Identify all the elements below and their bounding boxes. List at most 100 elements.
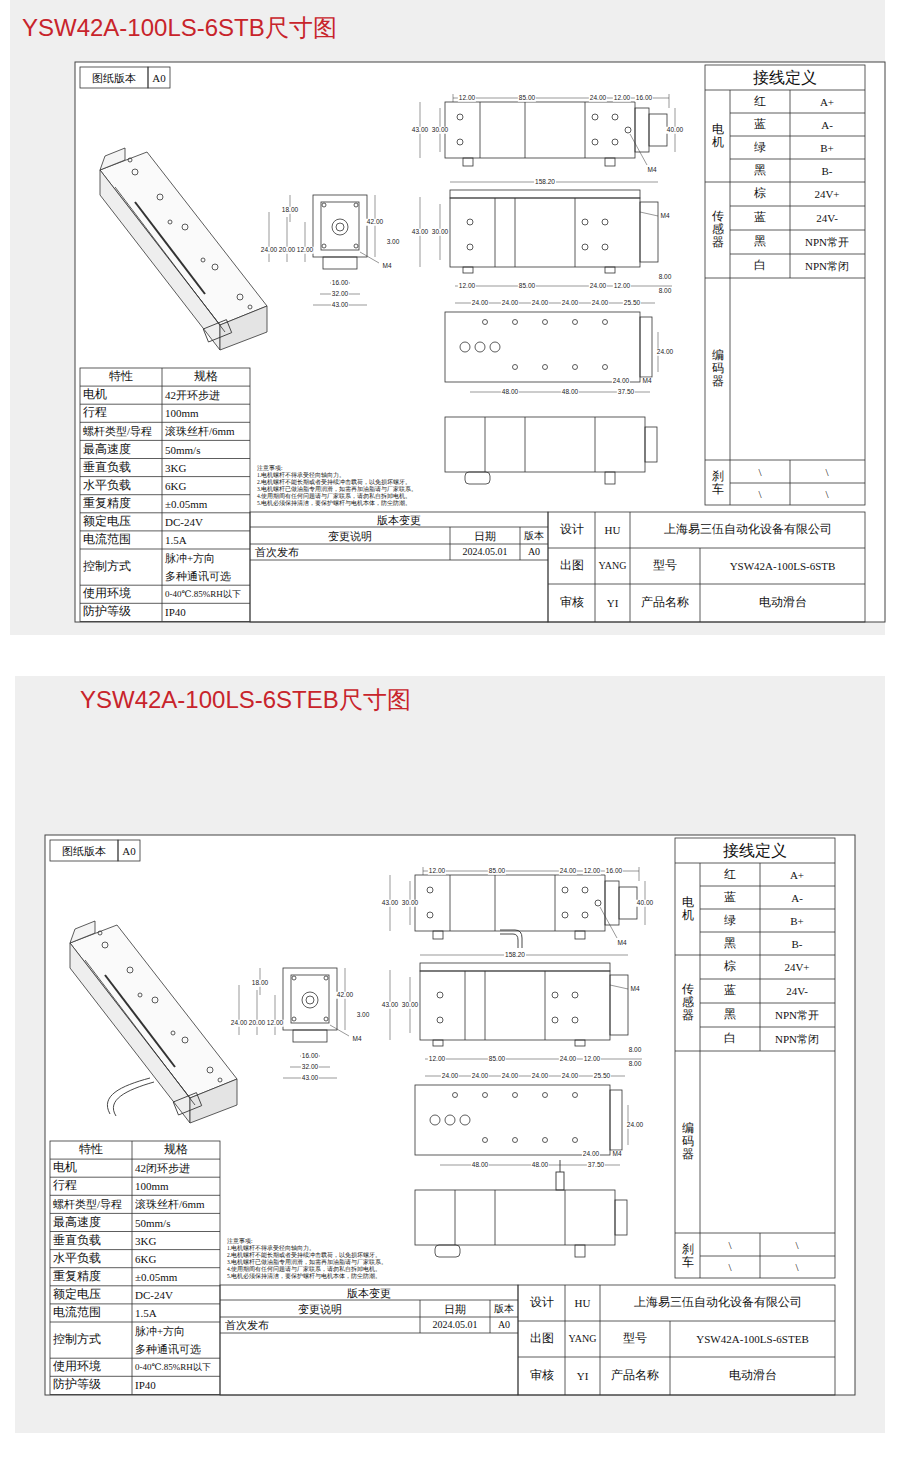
dimension-label: 24.00 xyxy=(531,1073,549,1080)
table-cell: 黑 xyxy=(754,164,766,178)
table-cell: 黑 xyxy=(754,235,766,249)
dimension-label: 12.00 xyxy=(428,868,446,875)
table-cell: 滚珠丝杆/6mm xyxy=(135,1198,205,1211)
note-text: 2.电机螺杆不能长期或者受持续冲击载荷，以免损坏螺牙。 xyxy=(227,1252,381,1258)
table-cell: YANG xyxy=(599,560,627,572)
table-cell: YI xyxy=(577,1370,589,1383)
group-label: 刹车 xyxy=(682,1242,694,1268)
dimension-label: 24.00 xyxy=(561,1073,579,1080)
dimension-label: 24.00 xyxy=(441,1073,459,1080)
drawing-shape xyxy=(556,1172,564,1190)
table-cell: 垂直负载 xyxy=(53,1234,101,1248)
table-cell: A0 xyxy=(498,1319,510,1331)
dimension-label: 24.00 xyxy=(656,349,674,356)
dimension-label: 42.00 xyxy=(366,219,384,226)
table-cell: 首次发布 xyxy=(225,1319,269,1332)
table-cell: \ xyxy=(758,488,761,501)
dimension-label: 37.50 xyxy=(617,389,635,396)
dimension-label: 158.20 xyxy=(534,179,556,186)
dimension-label: 24.00 xyxy=(501,1073,519,1080)
note-text: 5.电机必须保持清洁，要保护螺杆与电机本体，防尘防潮。 xyxy=(227,1273,381,1279)
dimension-label: 43.00 xyxy=(381,1002,399,1009)
table-cell: DC-24V xyxy=(165,516,203,529)
note-text: 注意事项: xyxy=(227,1238,253,1244)
table-cell: 24V- xyxy=(816,212,838,225)
table-cell: 版本变更 xyxy=(347,1286,391,1299)
table-cell: 白 xyxy=(754,259,766,273)
dimension-label: 16.00 xyxy=(301,1053,319,1060)
table-cell: IP40 xyxy=(135,1379,156,1392)
table-cell: A- xyxy=(821,118,833,131)
dimension-label: 12.00 xyxy=(458,283,476,290)
table-cell: 3KG xyxy=(165,461,186,474)
table-cell: 接线定义 xyxy=(753,69,817,87)
dimension-label: 24.00 xyxy=(531,300,549,307)
table-cell: 设计 xyxy=(560,523,584,537)
dimension-label: 85.00 xyxy=(518,283,536,290)
dimension-label: 24.00 xyxy=(626,1122,644,1129)
dimension-label: 18.00 xyxy=(251,980,269,987)
table-cell: 100mm xyxy=(135,1180,169,1193)
table-cell: 规格 xyxy=(164,1143,188,1157)
dimension-label: 8.00 xyxy=(658,288,673,295)
dimension-label: 12.00 xyxy=(613,283,631,290)
note-text: 4.使用期间有任何问题请与厂家联系，请勿私自拆卸电机。 xyxy=(257,493,411,499)
dimension-label: 24.00 xyxy=(230,1020,248,1027)
drawing-shape xyxy=(113,1082,154,1116)
note-text: 4.使用期间有任何问题请与厂家联系，请勿私自拆卸电机。 xyxy=(227,1266,381,1272)
group-label: 电机 xyxy=(682,896,694,922)
table-cell: \ xyxy=(758,465,761,478)
table-cell: 100mm xyxy=(165,407,199,420)
group-label: 编码器 xyxy=(682,1122,694,1162)
table-cell: IP40 xyxy=(165,606,186,619)
dimension-label: 48.00 xyxy=(471,1162,489,1169)
table-cell: 上海易三伍自动化设备有限公司 xyxy=(634,1296,802,1310)
table-cell: DC-24V xyxy=(135,1289,173,1302)
table-cell: 脉冲+方向 xyxy=(135,1325,185,1338)
table-cell: 2024.05.01 xyxy=(463,546,508,558)
table-cell: 垂直负载 xyxy=(83,461,131,475)
dimension-label: 24.00 xyxy=(471,300,489,307)
table-cell: 接线定义 xyxy=(723,842,787,860)
note-text: 3.电机螺杆已做油脂专用润滑，如需再加油脂请与厂家联系。 xyxy=(227,1259,387,1265)
dimension-label: 43.00 xyxy=(411,127,429,134)
dimension-label: 24.00 xyxy=(559,1056,577,1063)
table-cell: 红 xyxy=(754,95,766,109)
table-cell: B+ xyxy=(790,914,804,927)
table-cell: 审核 xyxy=(560,596,584,610)
table-cell: 滚珠丝杆/6mm xyxy=(165,425,235,438)
dimension-label: 12.00 xyxy=(296,247,314,254)
dimension-label: 25.50 xyxy=(593,1073,611,1080)
dimension-label: 48.00 xyxy=(561,389,579,396)
table-cell: 电动滑台 xyxy=(759,596,807,610)
dimension-label: 40.00 xyxy=(636,900,654,907)
table-cell: 电机 xyxy=(53,1161,77,1175)
table-cell: 蓝 xyxy=(754,211,766,225)
dimension-label: 30.00 xyxy=(401,900,419,907)
table-cell: A- xyxy=(791,891,803,904)
table-cell: 水平负载 xyxy=(83,479,131,493)
table-cell: 50mm/s xyxy=(135,1216,170,1229)
table-cell: 蓝 xyxy=(754,118,766,132)
note-text: 1.电机螺杆不得承受径向轴向力。 xyxy=(227,1245,315,1251)
table-cell: 水平负载 xyxy=(53,1252,101,1266)
table-cell: 型号 xyxy=(623,1332,647,1346)
table-cell: 最高速度 xyxy=(53,1216,101,1230)
table-cell: YANG xyxy=(569,1333,597,1345)
note-text: 2.电机螺杆不能长期或者受持续冲击载荷，以免损坏螺牙。 xyxy=(257,479,411,485)
table-cell: 产品名称 xyxy=(641,596,689,610)
note-text: 3.电机螺杆已做油脂专用润滑，如需再加油脂请与厂家联系。 xyxy=(257,486,417,492)
table-cell: 行程 xyxy=(83,406,107,420)
table-cell: 日期 xyxy=(474,529,496,542)
table-cell: 3KG xyxy=(135,1234,156,1247)
table-cell: A0 xyxy=(122,844,135,857)
table-cell: 螺杆类型/导程 xyxy=(53,1198,122,1211)
note-text: 5.电机必须保持清洁，要保护螺杆与电机本体，防尘防潮。 xyxy=(257,500,411,506)
note-text: 1.电机螺杆不得承受径向轴向力。 xyxy=(257,472,345,478)
table-cell: 2024.05.01 xyxy=(433,1319,478,1331)
dimension-label: 12.00 xyxy=(458,95,476,102)
drawing-shape xyxy=(500,930,522,948)
dimension-label: 85.00 xyxy=(488,868,506,875)
dimension-label: 30.00 xyxy=(431,229,449,236)
panel-heading: YSW42A-100LS-6STB尺寸图 xyxy=(22,14,337,43)
